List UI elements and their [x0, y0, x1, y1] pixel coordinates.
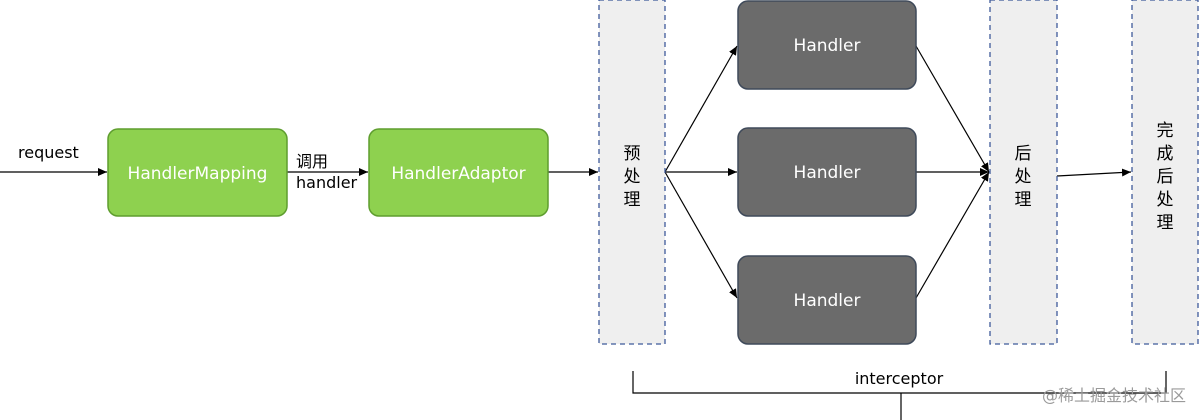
- handler-adaptor-node: HandlerAdaptor: [368, 128, 549, 217]
- handler-middle-label: Handler: [794, 163, 861, 183]
- post-char: 后: [1015, 144, 1032, 164]
- pre-char: 处: [624, 167, 641, 187]
- after-char: 完: [1157, 121, 1174, 141]
- handler-mapping-label: HandlerMapping: [128, 164, 268, 184]
- post-processing-stage: 后处理: [989, 0, 1058, 345]
- call-handler-label-line2: handler: [296, 173, 358, 192]
- watermark: @稀土掘金技术社区: [1042, 386, 1186, 405]
- post-char: 理: [1015, 190, 1032, 210]
- after-char: 成: [1157, 144, 1174, 164]
- after-char: 处: [1157, 190, 1174, 210]
- handler-mapping-node: HandlerMapping: [107, 128, 288, 217]
- handler-node-bottom: Handler: [737, 255, 917, 345]
- after-completion-stage: 完成后处理: [1131, 0, 1199, 345]
- post-char: 处: [1015, 167, 1032, 187]
- handler-adaptor-label: HandlerAdaptor: [391, 164, 525, 184]
- handler-node-top: Handler: [737, 0, 917, 90]
- call-handler-label-line1: 调用: [296, 152, 328, 171]
- handler-node-middle: Handler: [737, 127, 917, 217]
- handler-bottom-label: Handler: [794, 291, 861, 311]
- post-to-after-arrow: [1056, 168, 1132, 177]
- handler-top-to-post-arrow: [915, 45, 990, 173]
- interceptor-bracket: [632, 371, 1167, 420]
- interceptor-label: interceptor: [855, 369, 944, 388]
- after-char: 理: [1157, 213, 1174, 233]
- after-completion-label: 完成后处理: [1157, 121, 1174, 233]
- pre-processing-stage: 预处理: [598, 0, 666, 345]
- post-processing-label: 后处理: [1015, 144, 1032, 210]
- request-label: request: [18, 143, 79, 162]
- handler-bottom-to-post-arrow: [915, 171, 990, 299]
- pre-to-handler-bottom-arrow: [664, 171, 738, 299]
- pre-char: 预: [624, 144, 641, 164]
- pre-char: 理: [624, 190, 641, 210]
- pre-to-handler-top-arrow: [664, 45, 738, 173]
- pre-processing-label: 预处理: [624, 144, 641, 210]
- after-char: 后: [1157, 167, 1174, 187]
- handler-top-label: Handler: [794, 36, 861, 56]
